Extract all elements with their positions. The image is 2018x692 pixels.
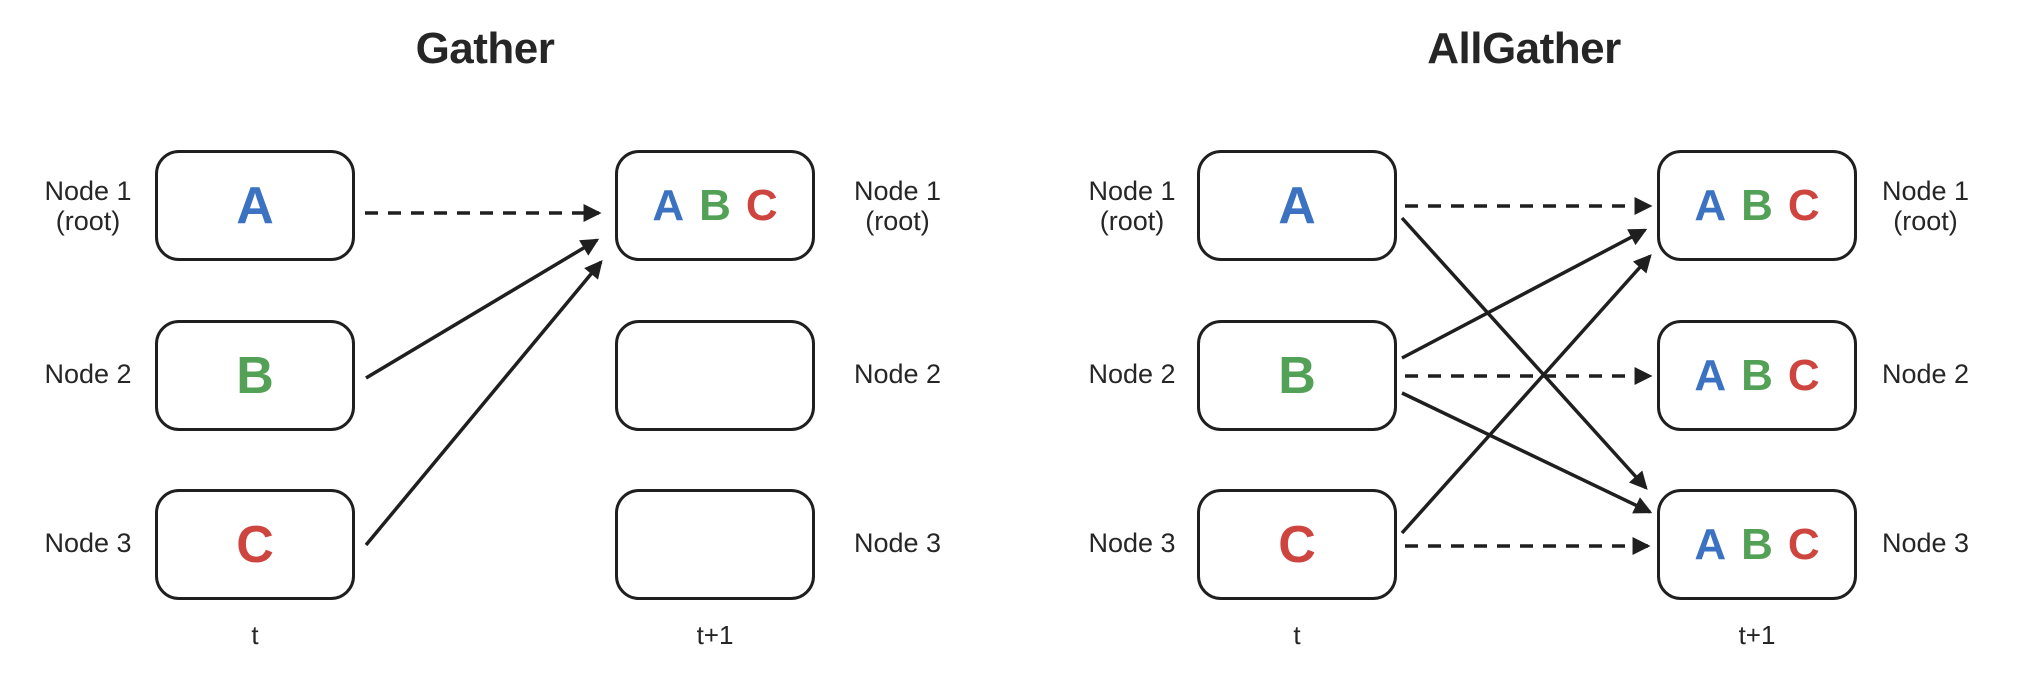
data-letter-A: A: [1278, 176, 1316, 235]
data-letter-A: A: [652, 180, 685, 230]
gather-t1-node3-box: [615, 489, 815, 600]
data-letter-B: B: [1278, 346, 1316, 405]
data-letter-C: C: [1278, 515, 1316, 574]
gather-right-label-node1: Node 1 (root): [820, 176, 975, 236]
node-label-line1: Node 3: [44, 528, 132, 558]
gather-title: Gather: [415, 24, 555, 73]
allgather-t-node2-box: B: [1197, 320, 1397, 431]
data-letter-B: B: [236, 346, 274, 405]
node-label-line1: Node 1: [853, 176, 942, 206]
node-label-line1: Node 2: [44, 359, 132, 389]
arrow-node2-t-to-node1-t1: [365, 238, 600, 380]
gather-right-label-node3: Node 3: [820, 528, 975, 558]
gather-left-label-node2: Node 2: [18, 359, 158, 389]
data-letter-C: C: [745, 180, 778, 230]
allgather-right-label-node2: Node 2: [1848, 359, 2003, 389]
gather-time-t1-label: t+1: [696, 620, 734, 650]
gather-left-label-node3: Node 3: [18, 528, 158, 558]
node-label-line2: (root): [865, 206, 930, 236]
gather-t-node2-box: B: [155, 320, 355, 431]
data-letter-B: B: [1741, 350, 1773, 400]
data-letter-A: A: [1694, 180, 1727, 230]
data-letter-A: A: [236, 176, 274, 235]
gather-left-label-node1: Node 1 (root): [18, 176, 158, 236]
arrow-node3-t-to-node1-t1: [1400, 254, 1652, 535]
node-label-line2: (root): [1893, 206, 1958, 236]
node-label-line2: (root): [55, 206, 121, 236]
node-label-line1: Node 2: [853, 359, 942, 389]
arrow-node1-t-to-node3-t1: [1400, 216, 1648, 490]
node-label-line1: Node 2: [1881, 359, 1970, 389]
allgather-edges: [1400, 197, 1653, 555]
gather-t-node1-box: A: [155, 150, 355, 261]
gather-right-label-node2: Node 2: [820, 359, 975, 389]
arrow-node3-t-to-node1-t1: [364, 260, 603, 547]
arrow-node2-t-to-node1-t1: [1401, 228, 1648, 360]
allgather-left-label-node3: Node 3: [1062, 528, 1202, 558]
data-letter-A: A: [1694, 350, 1727, 400]
data-letter-A: A: [1694, 519, 1727, 569]
allgather-right-label-node1: Node 1 (root): [1848, 176, 2003, 236]
arrow-node2-t-to-node3-t1: [1401, 391, 1653, 514]
allgather-left-label-node2: Node 2: [1062, 359, 1202, 389]
allgather-left-label-node1: Node 1 (root): [1062, 176, 1202, 236]
node-label-line1: Node 1: [44, 176, 132, 206]
data-letter-B: B: [1741, 180, 1773, 230]
data-letter-C: C: [1787, 180, 1820, 230]
allgather-t-node1-box: A: [1197, 150, 1397, 261]
node-label-line1: Node 3: [1088, 528, 1176, 558]
allgather-right-label-node3: Node 3: [1848, 528, 2003, 558]
node-label-line2: (root): [1099, 206, 1165, 236]
data-letter-C: C: [236, 515, 274, 574]
allgather-time-t1-label: t+1: [1738, 620, 1776, 650]
gather-edges: [364, 204, 603, 547]
node-label-line1: Node 1: [1881, 176, 1970, 206]
allgather-title: AllGather: [1427, 24, 1621, 73]
allgather-time-t-label: t: [1293, 620, 1301, 650]
allgather-t-node3-box: C: [1197, 489, 1397, 600]
gather-time-t-label: t: [251, 620, 259, 650]
node-label-line1: Node 2: [1088, 359, 1176, 389]
node-label-line1: Node 3: [1881, 528, 1970, 558]
gather-t-node3-box: C: [155, 489, 355, 600]
data-letter-C: C: [1787, 350, 1820, 400]
data-letter-C: C: [1787, 519, 1820, 569]
gather-t1-node2-box: [615, 320, 815, 431]
node-label-line1: Node 1: [1088, 176, 1176, 206]
data-letter-B: B: [1741, 519, 1773, 569]
node-label-line1: Node 3: [853, 528, 942, 558]
data-letter-B: B: [699, 180, 731, 230]
